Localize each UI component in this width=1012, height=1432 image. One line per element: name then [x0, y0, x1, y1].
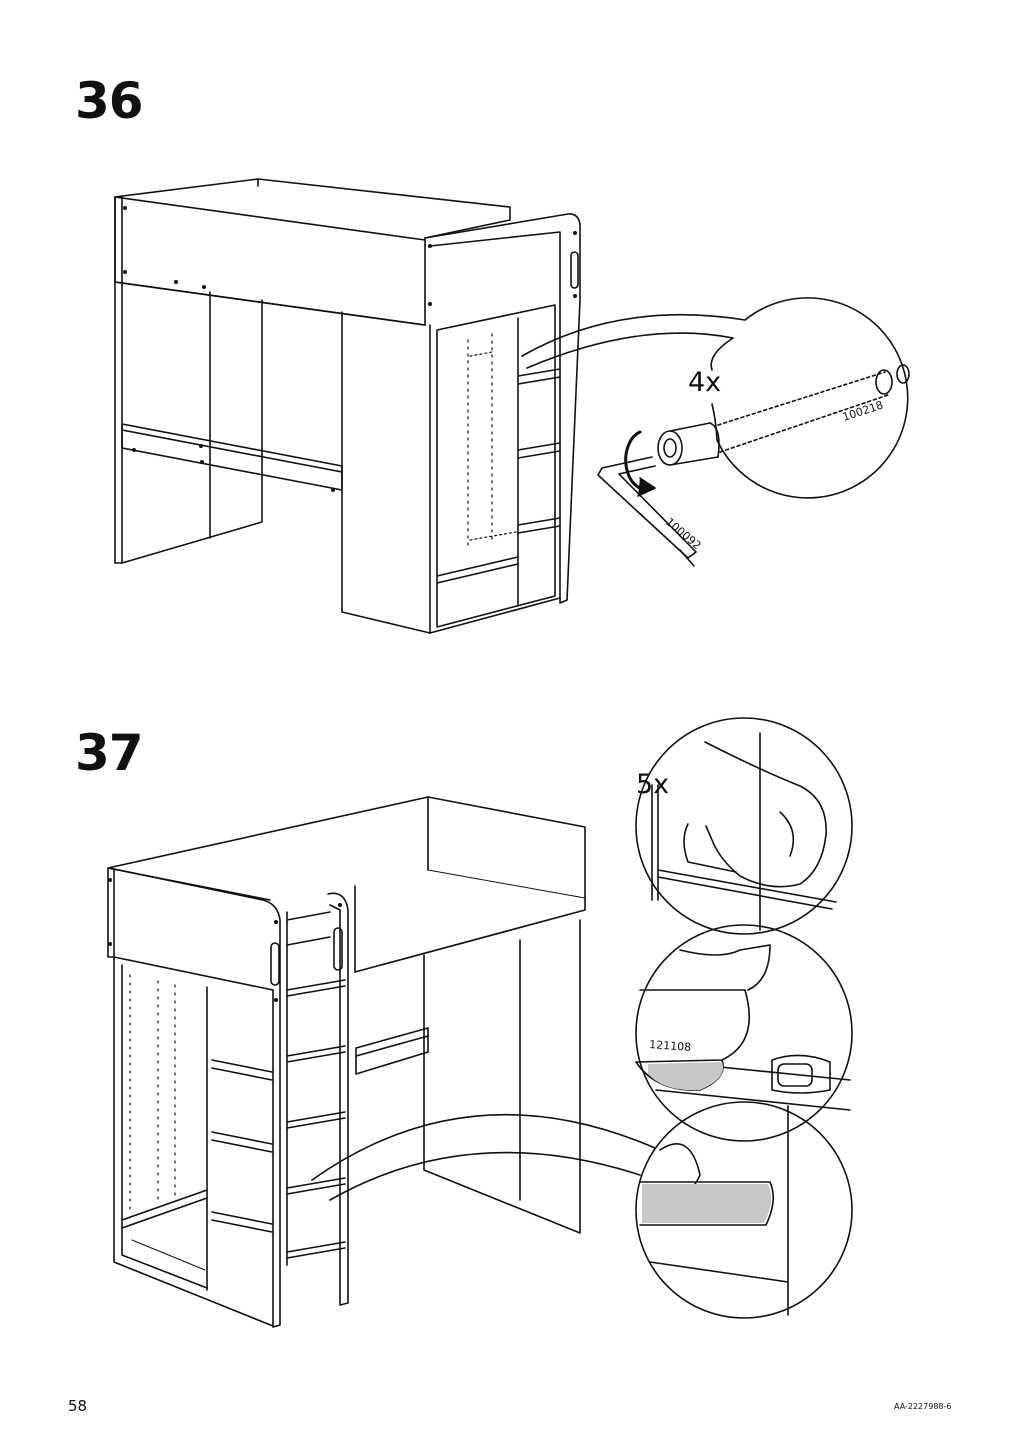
bolt-part-number: 100218	[841, 399, 885, 424]
allen-key-part-number: 100092	[663, 515, 704, 552]
step-number-37: 37	[75, 724, 144, 782]
page-number: 58	[68, 1397, 88, 1415]
step-36-bolt-callout: 4x 100218 100092	[597, 297, 910, 567]
cap-shading	[642, 1062, 772, 1223]
step-number-36: 36	[75, 72, 144, 130]
step-37-quantity: 5x	[636, 769, 669, 800]
step-36-quantity: 4x	[688, 367, 721, 398]
step-37-loft-bed-frame	[107, 796, 656, 1328]
document-code: AA-2227988-6	[894, 1402, 952, 1411]
step-36-loft-bed-frame	[114, 178, 746, 634]
step-37-cap-callouts: 5x 121108	[635, 717, 853, 1319]
cap-part-number: 121108	[649, 1038, 692, 1054]
